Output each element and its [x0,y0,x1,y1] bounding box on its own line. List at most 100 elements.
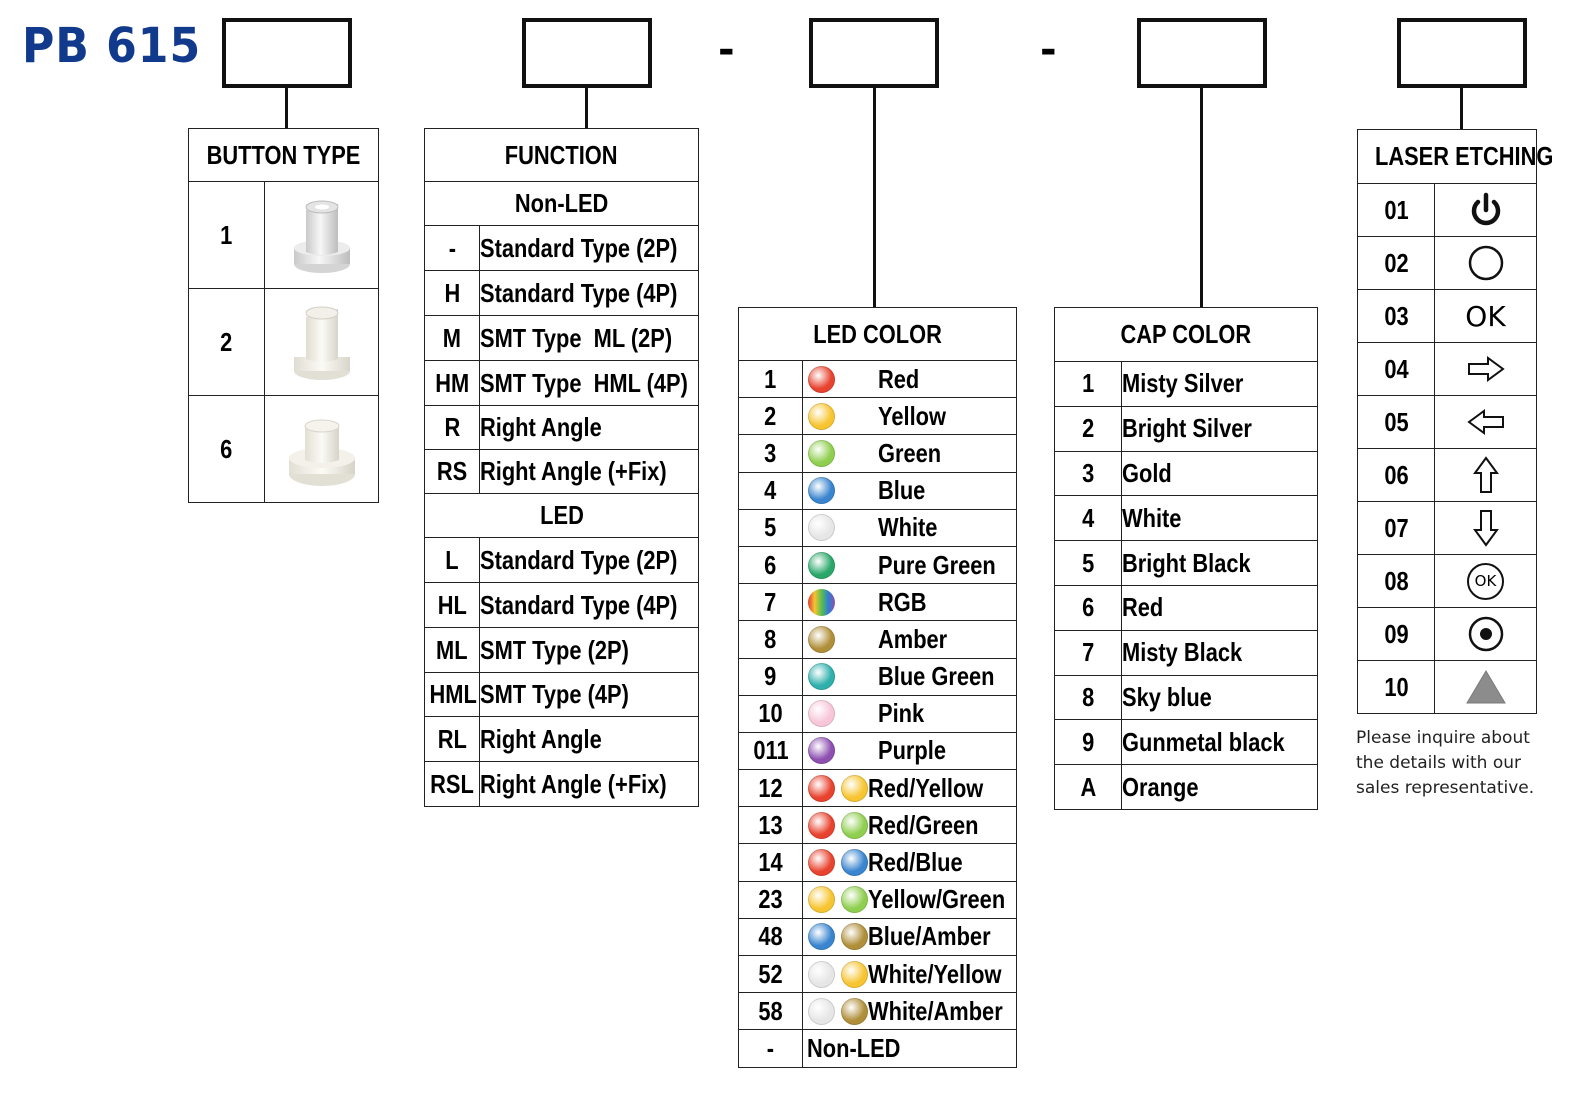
cap-color-name: Bright Black [1121,540,1318,586]
cap-color-name: Gold [1121,450,1318,497]
led-color-code: 011 [738,731,803,771]
led-color-swatch-icon [808,625,835,653]
led-color-header: LED COLOR [737,307,1018,361]
led-color-cell: Red/Yellow [801,769,1018,808]
function-code: R [424,405,480,450]
connector-line-function [585,88,588,129]
led-color-name: Red/Yellow [868,772,984,803]
cap-color-code: 6 [1054,584,1122,631]
led-color-code: 14 [738,843,803,882]
led-color-cell: White/Yellow [801,954,1018,994]
led-color-swatch-icon [808,477,835,505]
led-color-name: White [878,512,938,543]
led-color-code: 48 [738,917,803,957]
function-code: RSL [424,761,480,807]
led-color-swatch-icon [808,774,835,802]
led-color-swatch-icon [808,588,835,616]
led-color-swatch-icon [808,700,835,728]
arrow-left-icon [1434,395,1537,449]
connector-line-laser-etching [1460,88,1463,129]
led-color-swatch-icon [808,402,835,430]
led-color-cell: Pink [801,694,1018,733]
laser-etching-code: 04 [1357,342,1435,396]
led-color-code: 9 [738,657,803,696]
led-color-code: 1 [738,359,803,399]
cap-color-code: 4 [1054,495,1122,542]
circle-icon [1434,236,1537,290]
led-color-cell: Green [801,434,1018,473]
button-type-1-icon [263,181,380,289]
led-color-swatch-icon [808,551,835,579]
cap-color-code: A [1054,764,1122,810]
cap-color-name: Misty Black [1121,629,1318,676]
laser-etching-row: 06 [1357,448,1537,502]
slot-led-color [809,18,939,88]
laser-etching-row: 02 [1357,236,1537,290]
led-color-swatch-icon [841,811,868,839]
laser-etching-row: 07 [1357,501,1537,555]
laser-etching-code: 09 [1357,607,1435,661]
laser-etching-code: 02 [1357,236,1435,290]
led-color-swatch-icon [808,663,835,691]
function-header: FUNCTION [423,128,700,182]
button-type-header: BUTTON TYPE [187,128,380,182]
slot-button-type [222,18,352,88]
led-color-name: Yellow [878,400,946,431]
led-color-code: 12 [738,769,803,808]
function-code: HML [424,672,480,717]
function-desc: Standard Type (2P) [478,225,700,271]
power-icon [1434,183,1537,237]
led-color-name: Blue/Amber [868,921,991,952]
led-color-swatch-icon [841,960,868,988]
led-color-swatch-icon [808,886,835,914]
function-desc: Standard Type (2P) [478,537,700,583]
led-color-code: 3 [738,434,803,473]
led-color-swatch-icon [808,923,835,951]
led-color-row: -Non-LED [738,1029,1018,1068]
led-color-name: White/Amber [868,995,1003,1026]
function-desc: SMT Type (4P) [478,672,700,717]
led-color-swatch-icon [841,849,868,877]
led-color-name: Red/Blue [868,847,963,878]
cap-color-code: 1 [1054,361,1122,407]
led-color-cell: Yellow [801,397,1018,436]
cap-color-code: 9 [1054,719,1122,766]
laser-etching-row: 09 [1357,607,1537,661]
button-type-code: 1 [188,181,265,289]
laser-etching-row: 04 [1357,342,1537,396]
function-code: ML [424,627,480,673]
led-color-swatch-icon [808,737,835,765]
button-type-2-icon [263,288,380,396]
function-code: RS [424,449,480,494]
laser-etching-code: 03 [1357,289,1435,343]
laser-etching-code: 05 [1357,395,1435,449]
cap-color-name: Sky blue [1121,674,1318,721]
laser-etching-code: 07 [1357,501,1435,555]
ok-text-icon: OK [1434,289,1537,343]
dot-circle-icon [1434,607,1537,661]
function-code: M [424,315,480,361]
button-type-table: BUTTON TYPE 1 2 6 [187,128,380,503]
led-color-swatch-icon [808,811,835,839]
separator-dash-2: - [1040,27,1057,73]
laser-etching-code: 08 [1357,554,1435,608]
led-color-code: - [738,1029,803,1068]
function-desc: SMT Type ML (2P) [478,315,700,361]
led-color-code: 6 [738,545,803,585]
function-group-led: LED [423,493,700,538]
led-color-cell: Purple [801,731,1018,771]
